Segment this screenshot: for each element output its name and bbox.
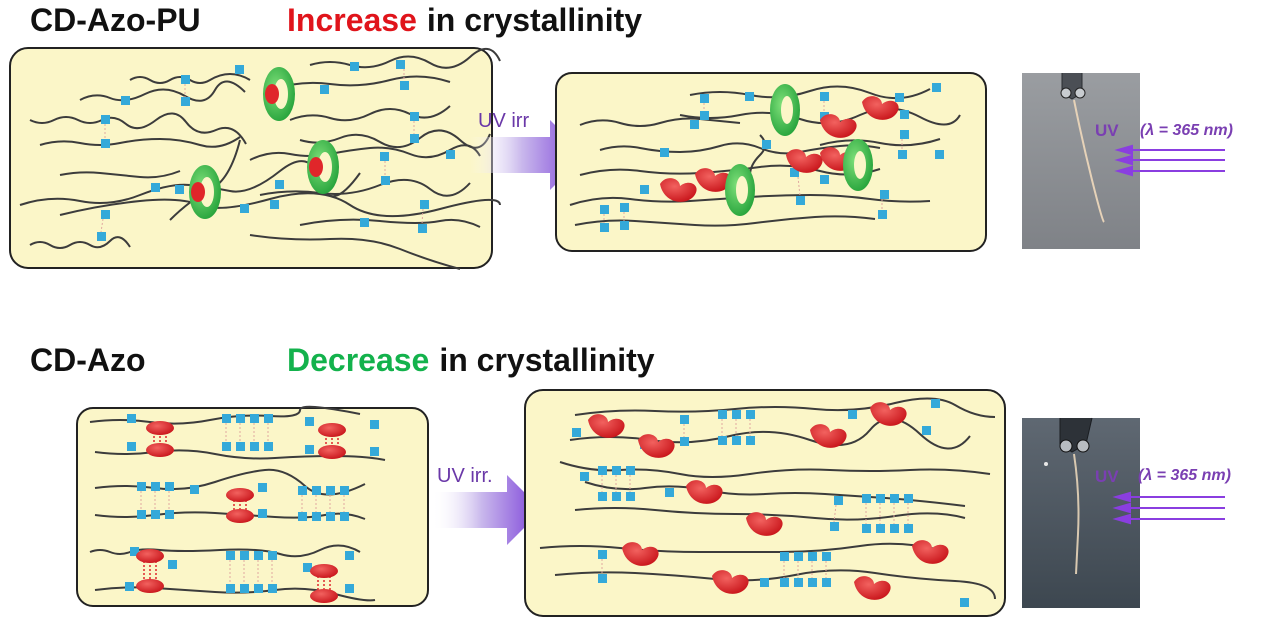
- bottom-tail: in crystallinity: [439, 342, 655, 378]
- red-bean-icon: [318, 445, 346, 459]
- red-bean-icon: [712, 570, 749, 594]
- top-tail: in crystallinity: [426, 2, 643, 38]
- top-heading: CD-Azo-PU: [30, 2, 201, 38]
- green-ring-icon: [263, 67, 295, 121]
- bottom-photo: UV (λ = 365 nm): [1022, 417, 1231, 608]
- red-bean-icon: [310, 589, 338, 603]
- top-uv-light-icon: [1114, 144, 1225, 177]
- red-bean-icon: [146, 443, 174, 457]
- top-uv-label: UV: [1095, 121, 1119, 140]
- green-ring-icon: [307, 140, 339, 194]
- bottom-keyword: Decrease: [287, 342, 430, 378]
- bottom-wavelength-label: (λ = 365 nm): [1138, 467, 1231, 484]
- green-ring-icon: [843, 139, 873, 191]
- bottom-uv-light-icon: [1112, 491, 1225, 525]
- red-bean-icon: [588, 414, 625, 438]
- top-before-panel: [9, 47, 501, 270]
- bottom-after-panel: [524, 389, 1006, 617]
- red-bean-icon: [870, 402, 907, 426]
- green-ring-icon: [725, 164, 755, 216]
- red-bean-icon: [820, 114, 857, 138]
- red-bean-icon: [810, 424, 847, 448]
- red-bean-icon: [622, 542, 659, 566]
- bottom-before-panel: [76, 405, 429, 607]
- red-bean-icon: [136, 579, 164, 593]
- red-bean-icon: [660, 178, 697, 202]
- top-after-dashes: [603, 101, 903, 223]
- bottom-before-frame: [76, 407, 429, 607]
- fiber-sample: [1073, 453, 1080, 575]
- bottom-after-chains: [539, 397, 996, 600]
- green-ring-icon: [189, 165, 221, 219]
- red-bean-icon: [746, 512, 783, 536]
- red-bean-icon: [136, 549, 164, 563]
- bottom-heading: CD-Azo: [30, 342, 146, 378]
- bottom-arrow: UV irr.: [432, 465, 542, 545]
- top-keyword: Increase: [287, 2, 417, 38]
- bottom-label: CD-Azo: [30, 342, 146, 378]
- top-after-panel: [555, 72, 987, 252]
- top-before-cyclodextrins: [189, 67, 339, 219]
- red-bean-icon: [146, 421, 174, 435]
- speck: [1044, 462, 1048, 466]
- top-before-dashes: [100, 69, 424, 233]
- gradient-arrow-icon: [432, 475, 542, 545]
- top-after-crosslinks: [600, 83, 944, 232]
- red-bean-icon: [638, 434, 675, 458]
- top-label: CD-Azo-PU: [30, 2, 201, 38]
- red-bean-icon: [695, 168, 732, 192]
- red-bean-icon: [854, 576, 891, 600]
- red-bean-icon: [226, 488, 254, 502]
- red-bean-icon: [310, 564, 338, 578]
- clamp-icon: [1060, 73, 1086, 100]
- red-bean-icon: [318, 423, 346, 437]
- red-bean-icon: [912, 540, 949, 564]
- green-ring-icon: [770, 84, 800, 136]
- top-wavelength-label: (λ = 365 nm): [1140, 122, 1233, 139]
- top-after-cyclodextrins: [725, 84, 873, 216]
- red-bean-icon: [786, 149, 823, 173]
- bottom-after-azo: [588, 402, 949, 600]
- top-before-chains: [19, 48, 501, 270]
- bottom-before-azo: [136, 421, 346, 603]
- red-bean-icon: [686, 480, 723, 504]
- bottom-after-dashes: [601, 419, 909, 578]
- fiber-sample: [1073, 99, 1105, 223]
- bottom-before-dashes: [140, 423, 345, 584]
- red-bean-icon: [226, 509, 254, 523]
- clamp-icon: [1059, 417, 1093, 453]
- red-bean-icon: [862, 96, 899, 120]
- bottom-arrow-label: UV irr.: [437, 465, 493, 487]
- bottom-uv-label: UV: [1095, 467, 1119, 486]
- top-before-crosslinks: [97, 60, 455, 241]
- bottom-before-crosslinks: [125, 414, 379, 593]
- top-photo: UV (λ = 365 nm): [1022, 73, 1233, 249]
- top-arrow-label: UV irr: [478, 110, 529, 132]
